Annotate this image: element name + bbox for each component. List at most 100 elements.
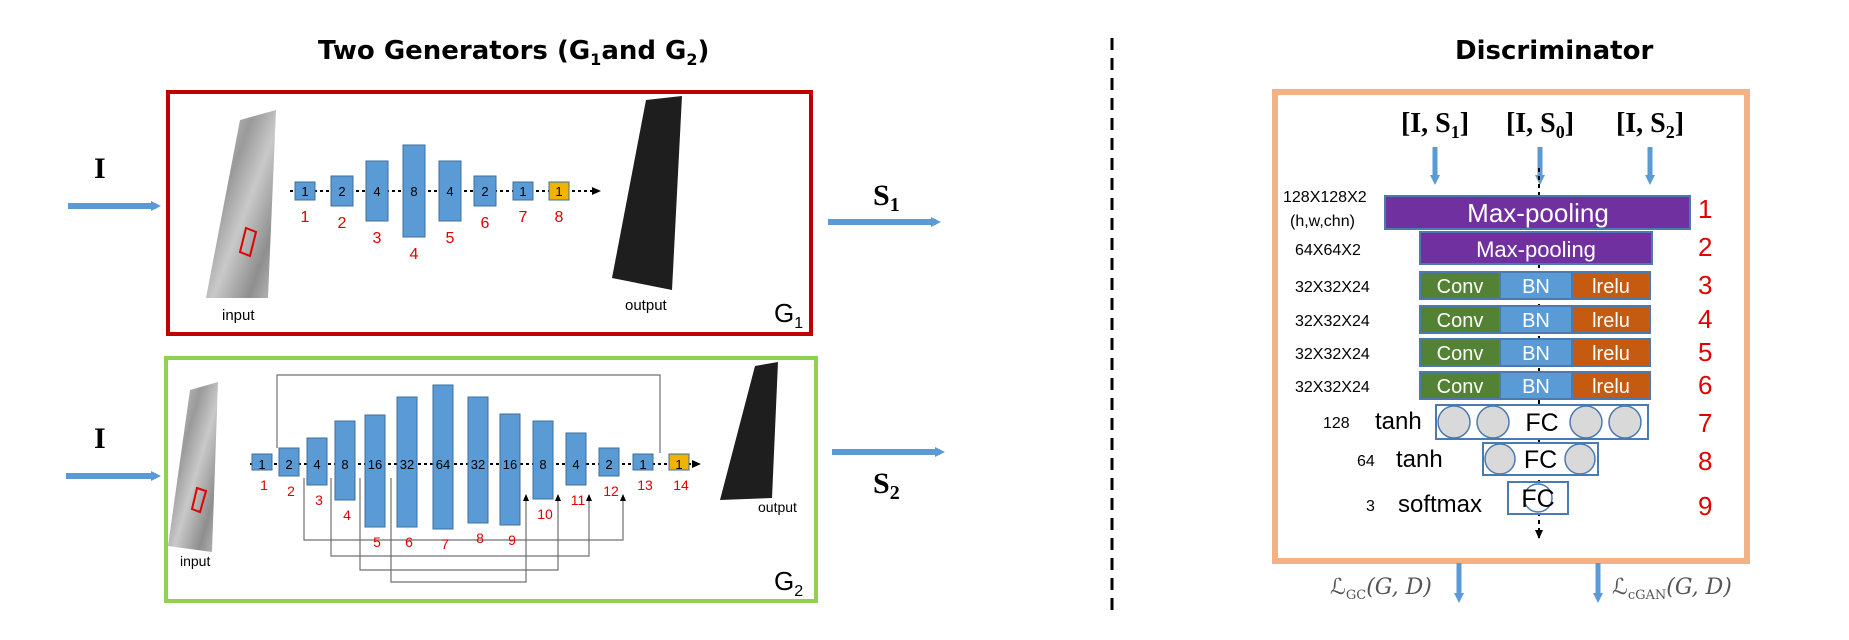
g2-skip-connections — [276, 374, 661, 583]
g2-block-channels: 1 — [675, 457, 682, 472]
g1-block — [438, 160, 462, 222]
layer-activation: tanh — [1375, 408, 1422, 435]
layer-activation: tanh — [1396, 446, 1443, 473]
g2-skip-line — [390, 478, 527, 583]
g2-block — [251, 453, 273, 471]
g1-block-channels: 1 — [301, 184, 308, 199]
g1-block — [330, 175, 354, 207]
g2-block — [334, 420, 356, 501]
g2-block — [632, 453, 654, 471]
g2-skip-arrowhead — [523, 494, 529, 501]
discriminator-input-label: [I, S1] — [1401, 108, 1469, 142]
g2-block-index: 2 — [287, 483, 295, 499]
g2-block-channels: 1 — [639, 457, 646, 472]
layer-dims: 64X64X2 — [1295, 242, 1361, 259]
g1-block-channels: 4 — [373, 184, 380, 199]
conv-block-part — [1571, 371, 1651, 400]
g2-skip-line — [330, 478, 590, 557]
discriminator-frame — [1272, 89, 1750, 564]
g2-input-caption: input — [180, 553, 210, 569]
pool-layer — [1419, 231, 1653, 265]
layer-activation: softmax — [1398, 491, 1482, 518]
g2-block-index: 12 — [603, 483, 619, 499]
g2-skip-line — [276, 374, 661, 453]
g1-frame — [166, 90, 813, 336]
g1-output-image — [612, 96, 682, 290]
g2-block — [467, 396, 489, 524]
g2-block-index: 5 — [373, 534, 381, 550]
layer-dims: 32X32X24 — [1295, 379, 1370, 396]
discriminator-input-label: [I, S2] — [1616, 108, 1684, 142]
g2-skip-arrowhead — [620, 494, 626, 501]
g1-block-index: 3 — [373, 230, 382, 247]
g1-output-caption: output — [625, 297, 668, 314]
g2-block-index: 9 — [508, 532, 516, 548]
g2-block-index: 7 — [441, 536, 449, 552]
layer-index: 6 — [1698, 370, 1712, 400]
g1-block-channels: 4 — [446, 184, 453, 199]
g2-block — [306, 437, 328, 486]
g2-block-channels: 2 — [605, 457, 612, 472]
layer-index: 3 — [1698, 270, 1712, 300]
g2-corner-label: G2 — [774, 566, 803, 600]
g2-block — [364, 414, 386, 528]
g2-block-index: 8 — [476, 530, 484, 546]
g1-block-channels: 1 — [555, 184, 562, 199]
g2-block-channels: 32 — [400, 457, 414, 472]
layer-dims: 32X32X24 — [1295, 346, 1370, 363]
g1-block-index: 5 — [446, 230, 455, 247]
g2-skip-arrowhead — [555, 494, 561, 501]
g2-block-index: 13 — [637, 477, 653, 493]
conv-block-label: BN — [1522, 310, 1550, 332]
g1-block-channels: 1 — [519, 184, 526, 199]
layer-dims: 128X128X2 — [1283, 189, 1367, 206]
g2-input-image — [168, 382, 218, 552]
pool-layer — [1384, 195, 1691, 230]
conv-block-part — [1571, 305, 1651, 334]
layer-index: 7 — [1698, 408, 1712, 438]
g2-block — [668, 453, 690, 471]
g2-skip-line — [303, 478, 624, 541]
layer-dims: 64 — [1357, 453, 1375, 470]
g2-block-index: 11 — [571, 492, 586, 508]
conv-block-part — [1571, 338, 1651, 367]
g2-block-channels: 8 — [539, 457, 546, 472]
g2-block-channels: 64 — [436, 457, 450, 472]
g2-output-caption: output — [758, 499, 797, 515]
discriminator-title: Discriminator — [1455, 36, 1654, 66]
discriminator-inputs: [I, S1][I, S0][I, S2] — [1401, 108, 1684, 185]
g1-block-channels: 2 — [481, 184, 488, 199]
g1-block-index: 1 — [301, 209, 310, 226]
conv-block-part — [1571, 271, 1651, 300]
conv-block-label: Conv — [1437, 343, 1484, 365]
conv-block-part — [1499, 371, 1573, 400]
fc-layer-label: FC — [1521, 485, 1554, 513]
g1-block — [365, 160, 389, 222]
g2-block — [532, 420, 554, 500]
g2-block-channels: 2 — [285, 457, 292, 472]
pool-layer-label: Max-pooling — [1476, 237, 1596, 262]
g1-input-caption: input — [222, 307, 255, 324]
g2-block-channels: 16 — [368, 457, 382, 472]
fc-layer-label: FC — [1525, 409, 1558, 437]
g2-block-channels: 8 — [341, 457, 348, 472]
g1-block-index: 6 — [481, 215, 490, 232]
g2-block — [565, 432, 587, 486]
g2-input-label: I — [94, 422, 106, 455]
g1-input-image — [206, 110, 276, 298]
layer-index: 9 — [1698, 491, 1712, 521]
pool-layer-label: Max-pooling — [1467, 198, 1609, 228]
g2-block — [598, 447, 620, 477]
loss-label: ℒcGAN(G, D) — [1612, 575, 1732, 603]
g2-block-index: 10 — [537, 506, 553, 522]
g2-output-label: S2 — [873, 467, 900, 504]
g2-block-channels: 32 — [471, 457, 485, 472]
layer-dims-note: (h,w,chn) — [1290, 213, 1355, 230]
fc-layer — [1507, 481, 1569, 515]
fc-node — [1564, 443, 1596, 475]
g2-block — [278, 447, 300, 477]
conv-block-part — [1499, 271, 1573, 300]
conv-block-label: lrelu — [1592, 276, 1630, 298]
g2-block — [396, 396, 418, 528]
